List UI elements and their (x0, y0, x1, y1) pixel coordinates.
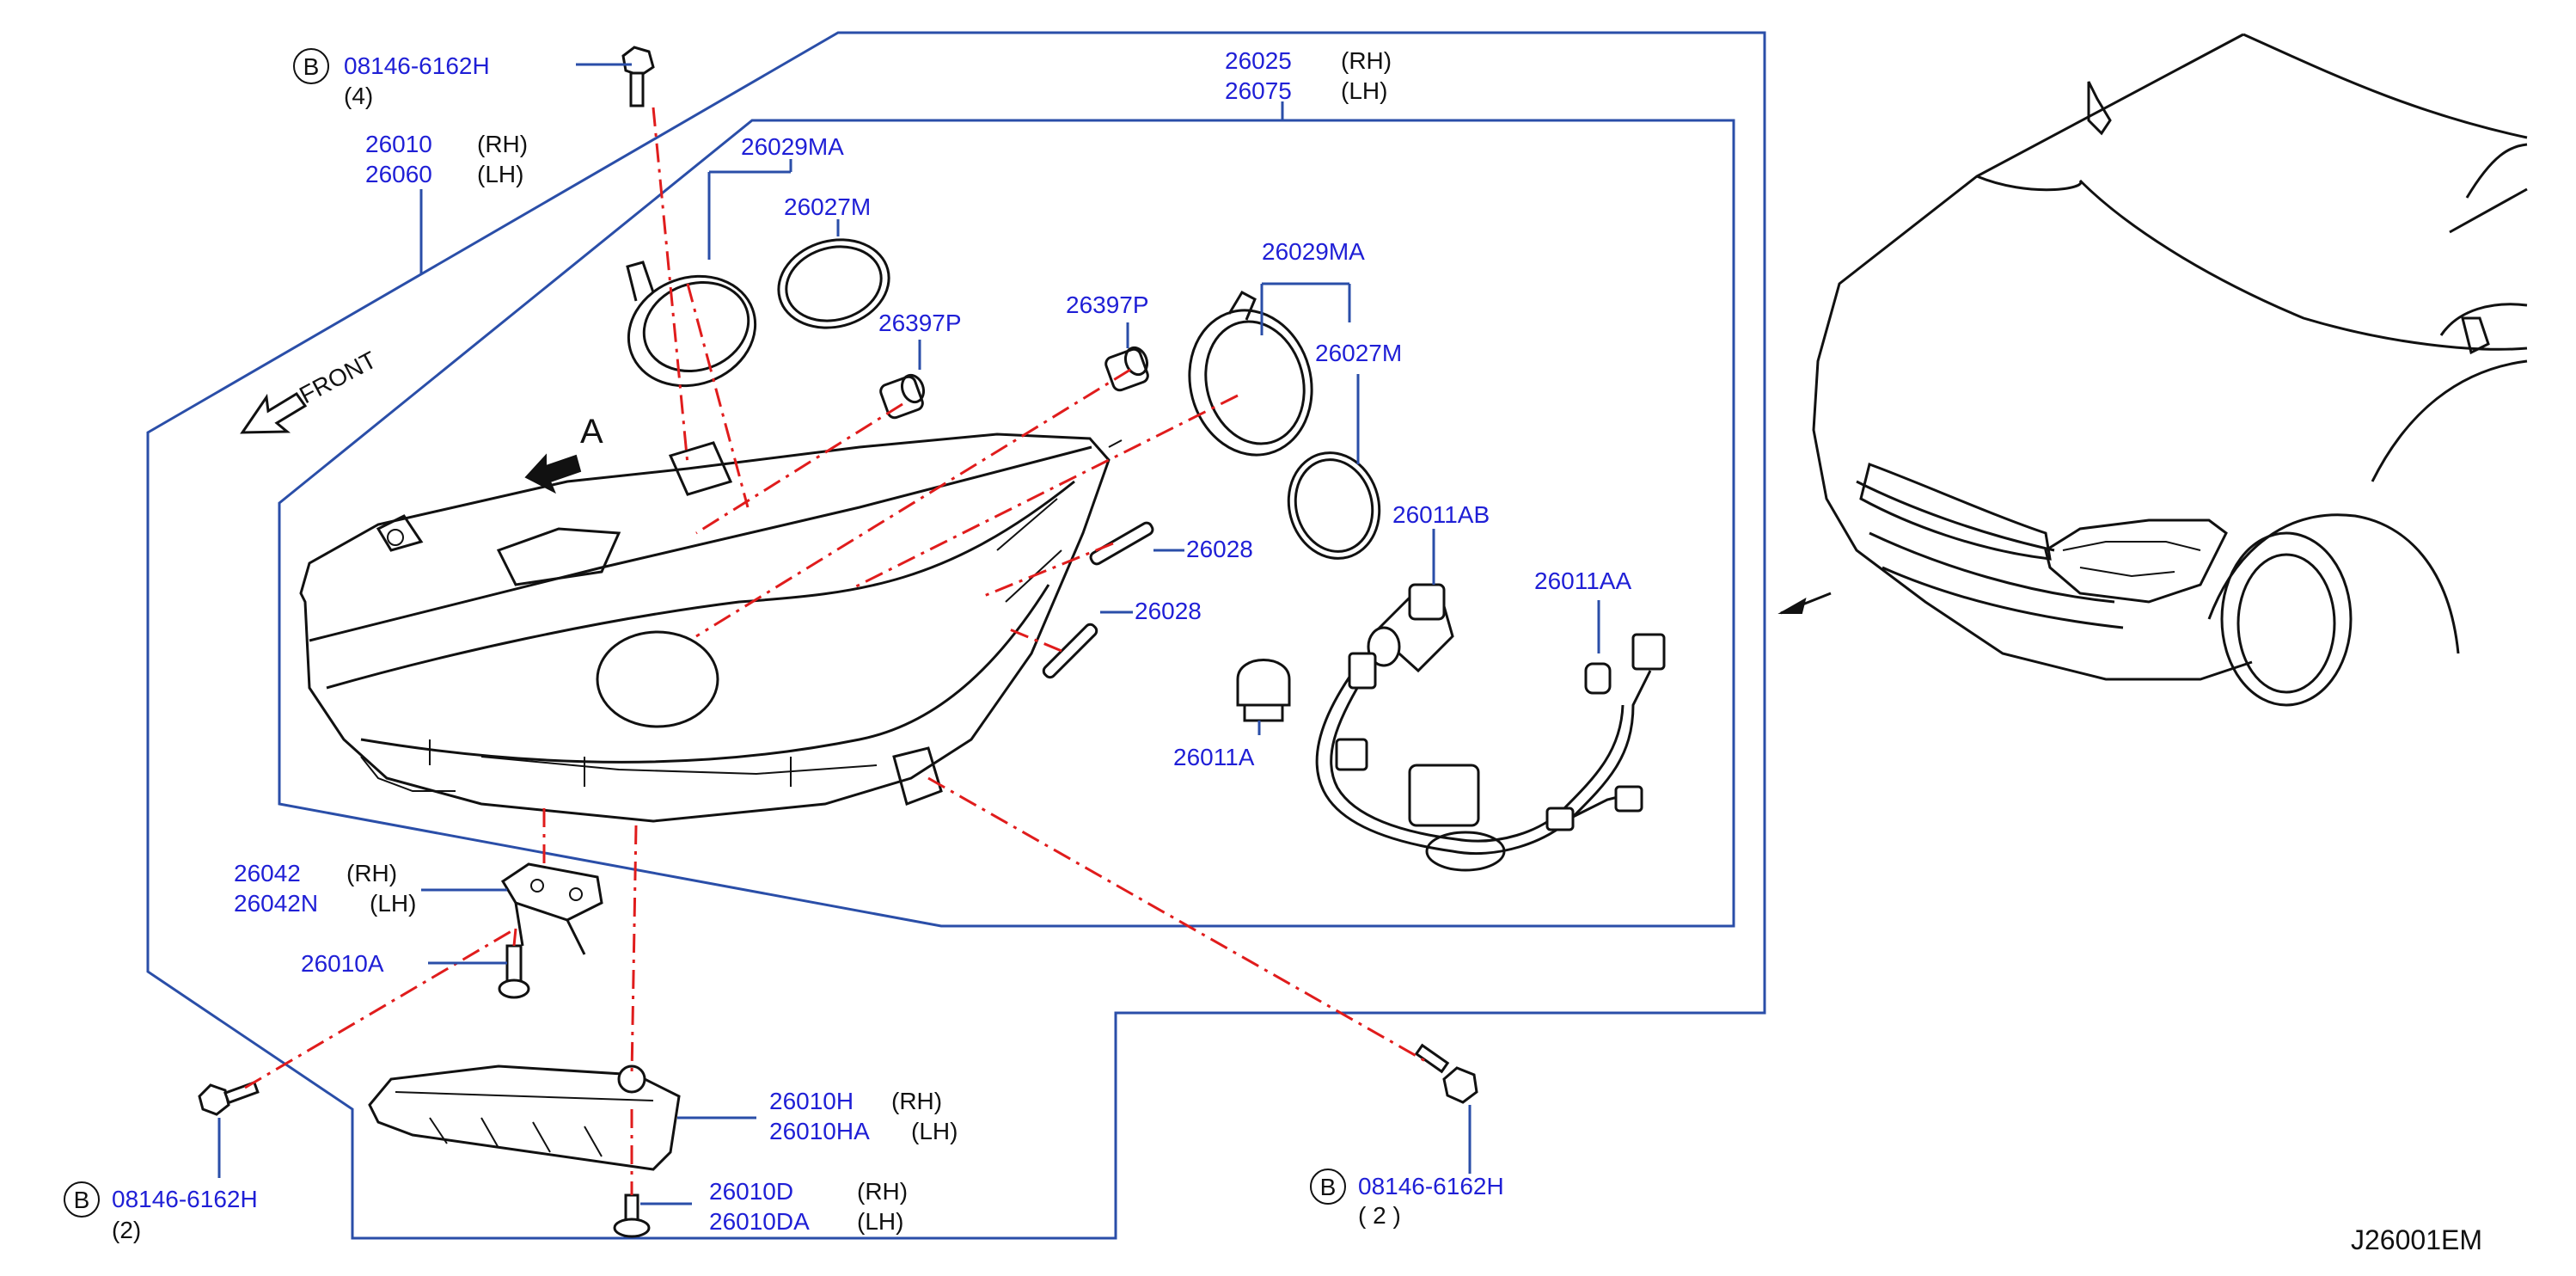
bulb-a-part (1236, 659, 1291, 722)
bolt-top-callout: B 08146-6162H (4) (293, 48, 490, 109)
screw-label: 26010A (301, 950, 384, 977)
bolt-left-part (198, 1080, 260, 1116)
clip-part (613, 1193, 651, 1238)
grommet-right-part (1104, 346, 1149, 392)
grommet-right-label: 26397P (1066, 291, 1149, 318)
housing-rh-side: (RH) (477, 131, 528, 157)
bolt-top-part-number: 08146-6162H (344, 52, 490, 79)
bolt-right-part (1414, 1043, 1478, 1104)
pin-bottom-part (1042, 623, 1098, 679)
pin-top-part (1089, 521, 1154, 566)
housing-lh-side: (LH) (477, 161, 523, 187)
bracket-lh-side: (LH) (370, 890, 416, 917)
housing-lh-part: 26060 (365, 161, 432, 187)
bulb-a-label: 26011A (1173, 744, 1255, 770)
bracket-lh-part: 26042N (234, 890, 318, 917)
bolt-left-mark: B (74, 1187, 90, 1213)
cap-left-part (626, 261, 757, 388)
front-label: FRONT (295, 347, 381, 409)
grommet-left-label: 26397P (878, 310, 962, 336)
clip-lh-part: 26010DA (709, 1208, 810, 1235)
front-direction-indicator: FRONT (240, 347, 381, 434)
lamp-assy-lh-side: (LH) (1341, 77, 1387, 104)
bracket-rh-part: 26042 (234, 860, 301, 886)
bulb-ab-part (1367, 583, 1454, 673)
bolt-left-part-number: 08146-6162H (112, 1186, 258, 1212)
cap-right-label: 26029MA (1262, 238, 1365, 265)
outer-assembly-frame (146, 31, 1766, 1240)
vehicle-illustration (1778, 33, 2528, 707)
installation-lines (244, 107, 1428, 1195)
cap-left-label: 26029MA (741, 133, 844, 160)
bracket-low-rh-side: (RH) (891, 1088, 942, 1114)
seal-left-label: 26027M (784, 193, 871, 220)
clip-lh-side: (LH) (857, 1208, 903, 1235)
bolt-right-callout: B 08146-6162H ( 2 ) (1310, 1169, 1504, 1229)
bracket-part (500, 862, 603, 955)
cap-right-part (1188, 291, 1313, 457)
bracket-low-lh-part: 26010HA (769, 1118, 870, 1144)
bulb-aa-label: 26011AA (1534, 567, 1631, 594)
bolt-right-mark: B (1320, 1174, 1337, 1200)
housing-rh-part: 26010 (365, 131, 432, 157)
seal-left-inner (785, 245, 883, 322)
headlamp-housing (299, 432, 1123, 823)
bolt-top-mark: B (303, 53, 320, 80)
seal-right-inner (1294, 458, 1374, 553)
bolt-top-part (621, 46, 655, 107)
grommet-left-part (879, 373, 926, 420)
lamp-assy-rh-part: 26025 (1225, 47, 1292, 74)
bolt-right-qty: ( 2 ) (1358, 1202, 1401, 1229)
bracket-low-rh-part: 26010H (769, 1088, 854, 1114)
wire-harness-part (1315, 652, 1652, 872)
lamp-assy-rh-side: (RH) (1341, 47, 1392, 74)
clip-rh-side: (RH) (857, 1178, 908, 1205)
view-a-indicator: A (524, 413, 603, 494)
seal-right-label: 26027M (1315, 340, 1402, 366)
bolt-right-part-number: 08146-6162H (1358, 1173, 1504, 1199)
bolt-left-qty: (2) (112, 1217, 141, 1243)
inner-assembly-frame (278, 119, 1735, 928)
bulb-ab-label: 26011AB (1392, 501, 1490, 528)
lower-bracket-part (368, 1064, 681, 1171)
view-a-label: A (580, 413, 603, 451)
bulb-aa-part (1584, 633, 1666, 695)
bolt-top-qty: (4) (344, 83, 373, 109)
bracket-rh-side: (RH) (346, 860, 397, 886)
seal-left-part (777, 238, 890, 329)
bolt-left-callout: B 08146-6162H (2) (64, 1181, 258, 1243)
clip-rh-part: 26010D (709, 1178, 793, 1205)
screw-part (498, 944, 530, 999)
leader-lines (217, 63, 1600, 1205)
seal-right-part (1287, 451, 1381, 560)
drawing-code: J26001EM (2351, 1224, 2482, 1255)
pin-bottom-label: 26028 (1135, 598, 1202, 624)
lamp-assy-lh-part: 26075 (1225, 77, 1292, 104)
pin-top-label: 26028 (1186, 536, 1253, 562)
bracket-low-lh-side: (LH) (911, 1118, 958, 1144)
